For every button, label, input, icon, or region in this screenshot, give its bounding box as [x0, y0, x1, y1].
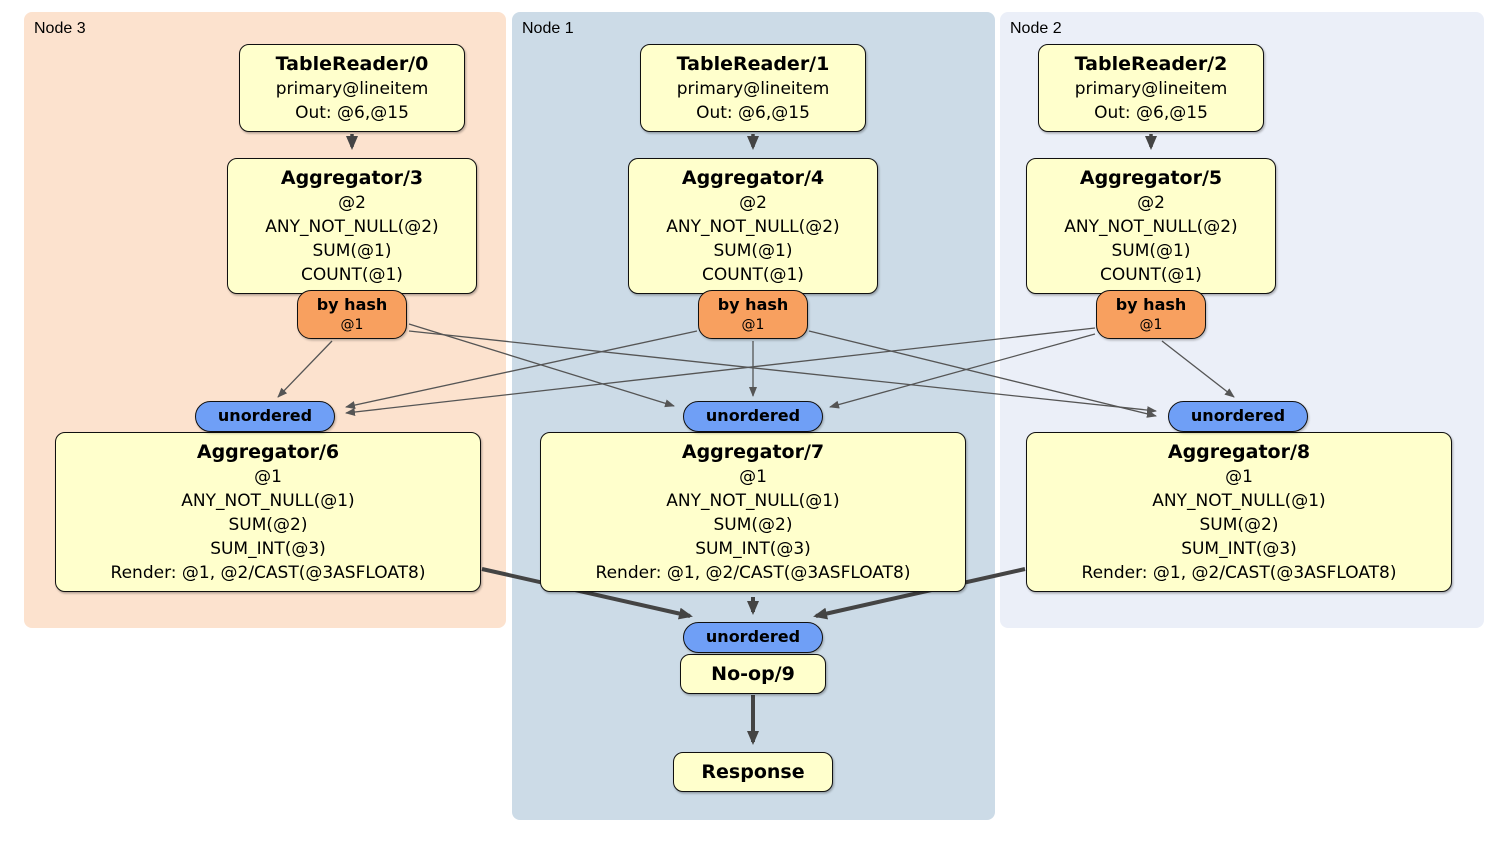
processor-line: @1 [254, 467, 282, 487]
router-detail: @1 [1139, 317, 1163, 333]
router-detail: @1 [741, 317, 765, 333]
processor-line: SUM(@1) [312, 241, 392, 261]
processor-line: primary@lineitem [1074, 79, 1228, 99]
processor-title: TableReader/0 [275, 53, 429, 75]
processor-line: Render: @1, @2/CAST(@3ASFLOAT8) [595, 563, 911, 583]
processor-line: ANY_NOT_NULL(@2) [1064, 217, 1238, 237]
processor-line: ANY_NOT_NULL(@1) [1152, 491, 1326, 511]
region-node-1-label: Node 1 [522, 20, 574, 37]
processor-aggregator-3: Aggregator/3 @2 ANY_NOT_NULL(@2) SUM(@1)… [227, 158, 477, 294]
processor-title: Aggregator/4 [681, 167, 825, 189]
processor-line: @1 [1225, 467, 1253, 487]
processor-line: SUM(@1) [713, 241, 793, 261]
processor-title: Aggregator/5 [1079, 167, 1223, 189]
processor-line: Render: @1, @2/CAST(@3ASFLOAT8) [1081, 563, 1397, 583]
processor-line: @2 [338, 193, 366, 213]
processor-line: SUM_INT(@3) [695, 539, 811, 559]
processor-line: @2 [739, 193, 767, 213]
processor-line: SUM_INT(@3) [1181, 539, 1297, 559]
processor-line: @1 [739, 467, 767, 487]
sync-unordered-node1: unordered [683, 401, 823, 432]
sync-label: unordered [1190, 406, 1286, 425]
processor-aggregator-4: Aggregator/4 @2 ANY_NOT_NULL(@2) SUM(@1)… [628, 158, 878, 294]
processor-line: Out: @6,@15 [295, 103, 409, 123]
sync-label: unordered [217, 406, 313, 425]
region-node-3-label: Node 3 [34, 20, 86, 37]
processor-title: Aggregator/7 [681, 441, 825, 463]
sync-label: unordered [705, 406, 801, 425]
router-label: by hash [1115, 295, 1187, 314]
processor-line: @2 [1137, 193, 1165, 213]
router-by-hash-node3: by hash @1 [297, 290, 407, 339]
processor-line: primary@lineitem [676, 79, 830, 99]
processor-line: primary@lineitem [275, 79, 429, 99]
processor-aggregator-8: Aggregator/8 @1 ANY_NOT_NULL(@1) SUM(@2)… [1026, 432, 1452, 592]
sync-label: unordered [705, 627, 801, 646]
processor-line: Render: @1, @2/CAST(@3ASFLOAT8) [110, 563, 426, 583]
processor-aggregator-6: Aggregator/6 @1 ANY_NOT_NULL(@1) SUM(@2)… [55, 432, 481, 592]
processor-aggregator-5: Aggregator/5 @2 ANY_NOT_NULL(@2) SUM(@1)… [1026, 158, 1276, 294]
processor-line: COUNT(@1) [301, 265, 403, 285]
router-detail: @1 [340, 317, 364, 333]
processor-title: Response [701, 761, 805, 783]
processor-line: ANY_NOT_NULL(@1) [666, 491, 840, 511]
processor-tablereader-2: TableReader/2 primary@lineitem Out: @6,@… [1038, 44, 1264, 132]
processor-title: TableReader/2 [1074, 53, 1228, 75]
router-by-hash-node2: by hash @1 [1096, 290, 1206, 339]
processor-line: SUM(@2) [1199, 515, 1279, 535]
processor-title: Aggregator/6 [196, 441, 340, 463]
processor-line: ANY_NOT_NULL(@2) [265, 217, 439, 237]
processor-line: COUNT(@1) [702, 265, 804, 285]
processor-line: Out: @6,@15 [1094, 103, 1208, 123]
processor-response: Response [673, 752, 833, 792]
processor-aggregator-7: Aggregator/7 @1 ANY_NOT_NULL(@1) SUM(@2)… [540, 432, 966, 592]
processor-line: ANY_NOT_NULL(@2) [666, 217, 840, 237]
processor-tablereader-1: TableReader/1 primary@lineitem Out: @6,@… [640, 44, 866, 132]
router-label: by hash [717, 295, 789, 314]
processor-line: COUNT(@1) [1100, 265, 1202, 285]
processor-title: Aggregator/8 [1167, 441, 1311, 463]
processor-line: SUM(@2) [713, 515, 793, 535]
processor-line: SUM(@1) [1111, 241, 1191, 261]
processor-noop-9: No-op/9 [680, 654, 826, 694]
processor-line: SUM(@2) [228, 515, 308, 535]
processor-line: Out: @6,@15 [696, 103, 810, 123]
processor-line: SUM_INT(@3) [210, 539, 326, 559]
sync-unordered-final: unordered [683, 622, 823, 653]
processor-tablereader-0: TableReader/0 primary@lineitem Out: @6,@… [239, 44, 465, 132]
processor-title: No-op/9 [711, 663, 795, 685]
router-label: by hash [316, 295, 388, 314]
router-by-hash-node1: by hash @1 [698, 290, 808, 339]
sync-unordered-node3: unordered [195, 401, 335, 432]
processor-line: ANY_NOT_NULL(@1) [181, 491, 355, 511]
processor-title: Aggregator/3 [280, 167, 424, 189]
region-node-2-label: Node 2 [1010, 20, 1062, 37]
processor-title: TableReader/1 [676, 53, 830, 75]
sync-unordered-node2: unordered [1168, 401, 1308, 432]
